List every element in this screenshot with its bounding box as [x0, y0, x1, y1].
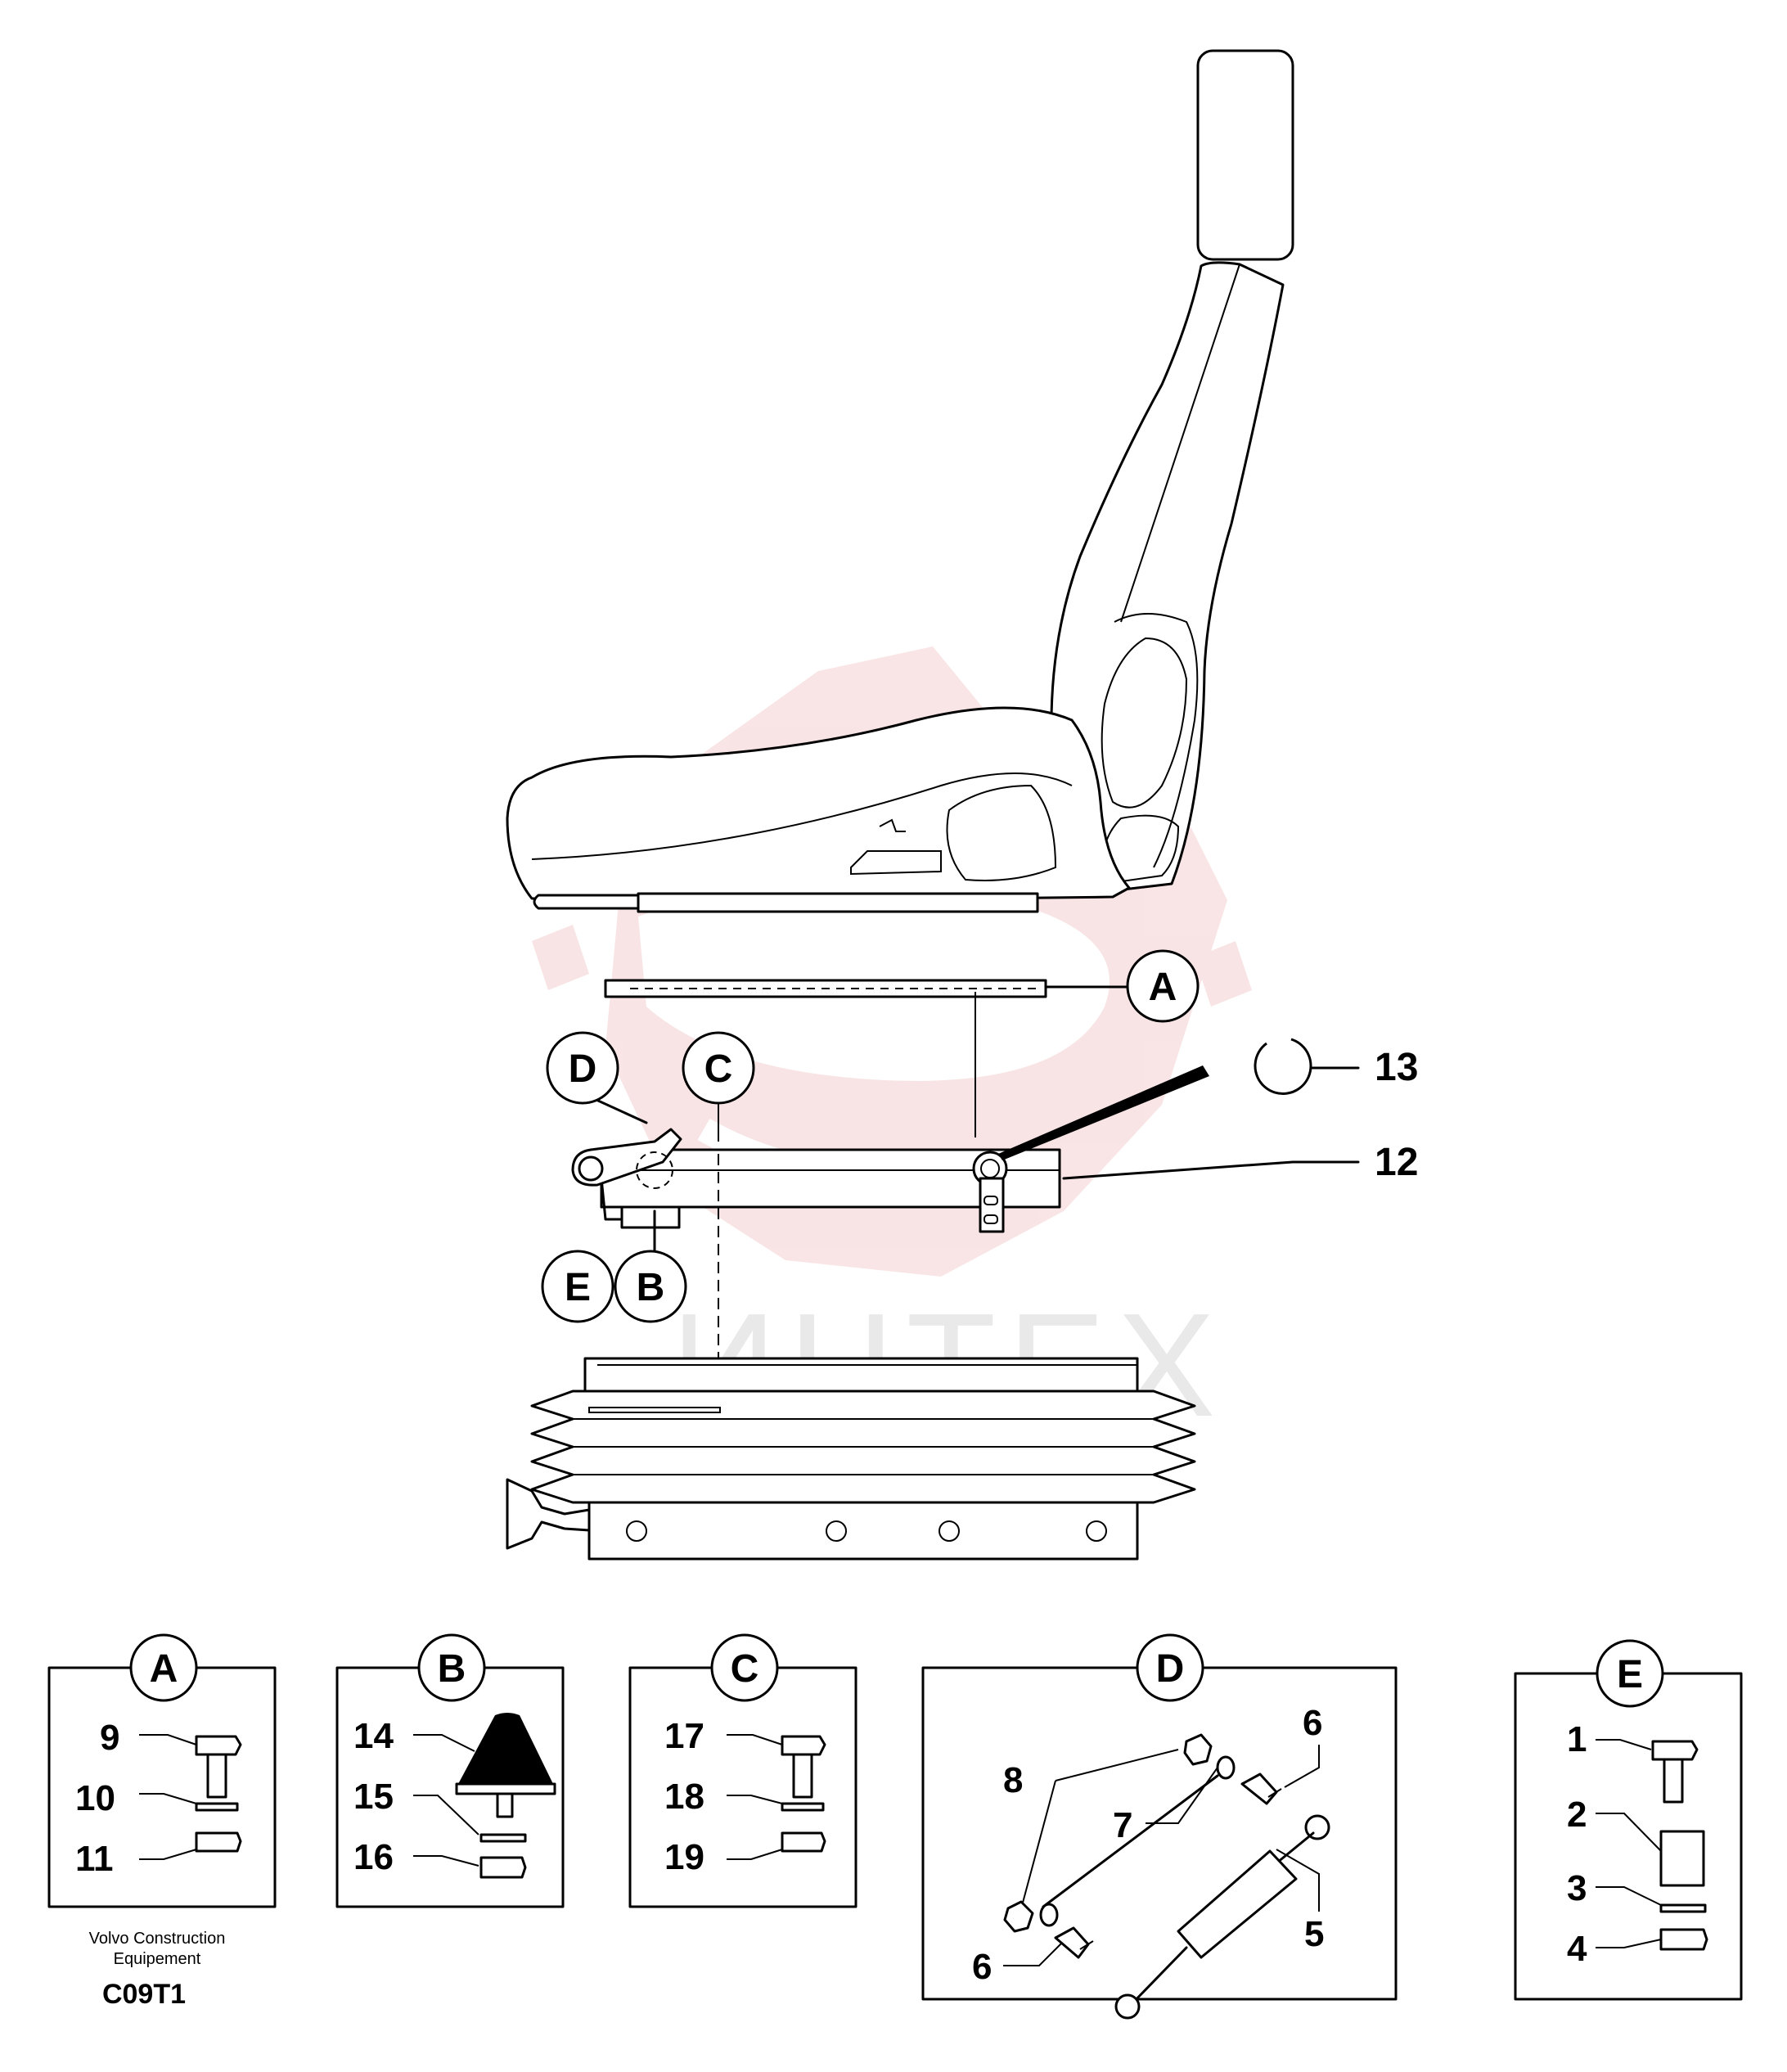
svg-text:A: A: [1149, 966, 1177, 1009]
callout-e: E: [541, 1250, 614, 1323]
svg-text:9: 9: [100, 1718, 119, 1758]
headrest: [1196, 49, 1294, 261]
svg-text:17: 17: [664, 1716, 704, 1756]
svg-text:C: C: [731, 1647, 759, 1691]
slide-frame: [571, 1065, 1209, 1233]
seat-cushion: [506, 706, 1131, 901]
callout-d: D: [546, 1031, 619, 1105]
seat-handle: [533, 894, 640, 910]
leader-lines: [587, 985, 1360, 1358]
svg-text:18: 18: [664, 1777, 704, 1817]
svg-text:14: 14: [353, 1716, 394, 1756]
svg-text:B: B: [637, 1266, 665, 1309]
svg-text:10: 10: [75, 1778, 115, 1818]
svg-text:1: 1: [1567, 1719, 1587, 1759]
drawing-code: C09T1: [102, 1979, 186, 2010]
callout-b: B: [614, 1250, 687, 1323]
panel-e: E 1 2 3 4: [1514, 1639, 1743, 2001]
svg-text:E: E: [565, 1266, 591, 1309]
callout-12: 12: [1375, 1141, 1418, 1184]
svg-text:E: E: [1617, 1653, 1643, 1696]
svg-text:15: 15: [353, 1777, 394, 1817]
svg-text:3: 3: [1567, 1868, 1587, 1908]
clip-ring: [1254, 1038, 1312, 1095]
panel-a: A 9 10 11: [47, 1633, 277, 1908]
svg-text:D: D: [1156, 1647, 1185, 1691]
svg-text:6: 6: [1303, 1703, 1322, 1743]
svg-text:11: 11: [75, 1839, 114, 1879]
panel-d: D 8 6 7 5 6: [921, 1633, 1398, 2020]
seat-rail: [637, 892, 1039, 913]
svg-text:4: 4: [1567, 1929, 1587, 1969]
footer: Volvo Construction Equipement C09T1: [89, 1930, 226, 2010]
plate-a: [604, 979, 1047, 998]
svg-text:7: 7: [1113, 1805, 1132, 1845]
footer-brand-line1: Volvo Construction: [89, 1930, 226, 1948]
svg-text:C: C: [704, 1047, 733, 1091]
callout-13: 13: [1375, 1046, 1418, 1089]
svg-text:B: B: [438, 1647, 466, 1691]
callout-a: A: [1126, 949, 1200, 1023]
adjust-knob: [506, 1478, 591, 1550]
svg-text:D: D: [569, 1047, 597, 1091]
svg-text:6: 6: [972, 1947, 992, 1987]
svg-text:16: 16: [353, 1837, 394, 1877]
panel-b: B 14 15 16: [335, 1633, 565, 1908]
footer-brand-line2: Equipement: [114, 1950, 201, 1968]
svg-text:5: 5: [1304, 1914, 1324, 1954]
suspension-base: [506, 1357, 1196, 1561]
svg-text:8: 8: [1003, 1760, 1023, 1800]
svg-text:2: 2: [1567, 1795, 1587, 1835]
panel-c: C 17 18 19: [628, 1633, 857, 1908]
seat-upper: [506, 49, 1294, 913]
svg-text:19: 19: [664, 1837, 704, 1877]
callout-c: C: [682, 1031, 755, 1105]
svg-text:A: A: [150, 1647, 178, 1691]
